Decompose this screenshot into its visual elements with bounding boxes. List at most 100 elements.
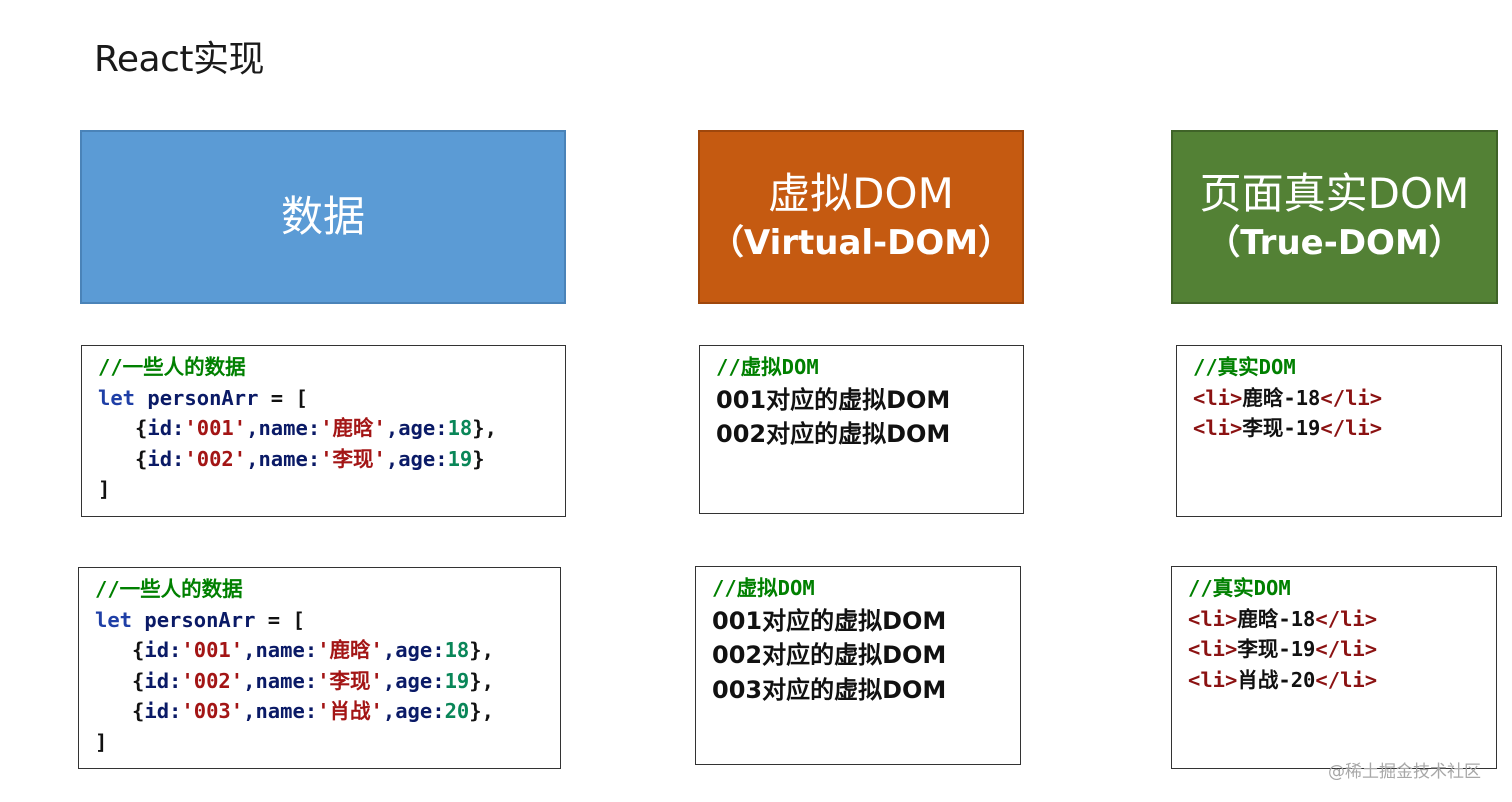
value-name: '李现' (320, 446, 386, 471)
key-id: id: (144, 668, 182, 693)
brace-close: }, (469, 699, 494, 723)
li-close-tag: </li> (1320, 385, 1383, 410)
code-comment: //虚拟DOM (716, 355, 819, 379)
code-comment: //真实DOM (1188, 576, 1291, 600)
li-close-tag: </li> (1315, 637, 1378, 661)
virtual-dom-line: 001对应的虚拟DOM (712, 606, 947, 635)
data-header-label: 数据 (280, 192, 365, 241)
brace: { (135, 446, 148, 471)
value-age: 19 (447, 446, 473, 471)
virtual-dom-header-box: 虚拟DOM （Virtual-DOM） (698, 130, 1024, 304)
virtual-dom-box-2: //虚拟DOM 001对应的虚拟DOM 002对应的虚拟DOM 003对应的虚拟… (695, 566, 1021, 765)
value-name: '肖战' (317, 699, 383, 723)
li-text: 李现-19 (1237, 637, 1316, 661)
value-id: '001' (184, 416, 247, 440)
key-name: ,name: (243, 668, 318, 693)
brace-close: }, (469, 668, 494, 693)
true-dom-box-2: //真实DOM <li>鹿晗-18</li> <li>李现-19</li> <l… (1171, 566, 1497, 769)
key-age: ,age: (385, 446, 448, 471)
code-item: {id:'003',name:'肖战',age:20}, (95, 696, 560, 727)
code-comment: //虚拟DOM (712, 576, 815, 600)
li-close-tag: </li> (1315, 606, 1378, 631)
li-text: 鹿晗-18 (1242, 385, 1321, 410)
true-dom-header-label: 页面真实DOM (1199, 169, 1470, 218)
data-code-box-2: //一些人的数据 let personArr = [ {id:'001',nam… (78, 567, 561, 769)
variable-name: personArr (144, 607, 256, 632)
code-item: {id:'001',name:'鹿晗',age:18}, (98, 413, 565, 444)
value-id: '001' (181, 638, 244, 662)
true-dom-header-sublabel: （True-DOM） (1206, 223, 1463, 263)
key-name: ,name: (246, 416, 321, 440)
equals-sign: = (258, 385, 296, 410)
key-age: ,age: (385, 416, 448, 440)
li-text: 肖战-20 (1237, 667, 1316, 692)
key-id: id: (147, 446, 185, 471)
code-item: {id:'001',name:'鹿晗',age:18}, (95, 635, 560, 666)
code-comment: //真实DOM (1193, 355, 1296, 379)
key-id: id: (147, 416, 185, 440)
key-name: ,name: (243, 638, 318, 662)
virtual-dom-line: 001对应的虚拟DOM (716, 385, 951, 414)
virtual-dom-line: 002对应的虚拟DOM (716, 420, 951, 448)
code-declaration: let personArr = [ (95, 605, 560, 636)
value-id: '002' (181, 668, 244, 693)
li-line: <li>鹿晗-18</li> (1188, 604, 1496, 635)
brace-close: } (472, 446, 485, 471)
code-close-bracket: ] (98, 477, 111, 501)
virtual-dom-line: 002对应的虚拟DOM (712, 641, 947, 669)
brace-close: }, (472, 416, 497, 440)
key-id: id: (144, 638, 182, 662)
value-age: 20 (444, 699, 470, 723)
open-bracket: [ (295, 385, 308, 410)
watermark: @稀土掘金技术社区 (1328, 762, 1481, 782)
page-title: React实现 (94, 39, 265, 80)
value-id: '003' (181, 699, 244, 723)
code-item: {id:'002',name:'李现',age:19} (98, 444, 565, 475)
variable-name: personArr (147, 385, 259, 410)
key-age: ,age: (382, 638, 445, 662)
data-header-box: 数据 (80, 130, 566, 304)
code-declaration: let personArr = [ (98, 383, 565, 414)
li-close-tag: </li> (1320, 416, 1383, 440)
value-age: 18 (444, 638, 470, 662)
data-code-box-1: //一些人的数据 let personArr = [ {id:'001',nam… (81, 345, 566, 517)
li-open-tag: <li> (1188, 606, 1238, 631)
brace: { (132, 699, 145, 723)
li-open-tag: <li> (1188, 637, 1238, 661)
li-text: 李现-19 (1242, 416, 1321, 440)
li-line: <li>李现-19</li> (1193, 413, 1501, 444)
li-line: <li>肖战-20</li> (1188, 665, 1496, 696)
virtual-dom-header-sublabel: （Virtual-DOM） (709, 223, 1013, 263)
value-name: '鹿晗' (320, 416, 386, 440)
li-text: 鹿晗-18 (1237, 606, 1316, 631)
li-open-tag: <li> (1193, 385, 1243, 410)
value-name: '鹿晗' (317, 638, 383, 662)
brace: { (132, 668, 145, 693)
code-comment: //一些人的数据 (95, 577, 243, 601)
brace: { (135, 416, 148, 440)
code-comment: //一些人的数据 (98, 355, 246, 379)
li-close-tag: </li> (1315, 667, 1378, 692)
open-bracket: [ (292, 607, 305, 632)
value-age: 18 (447, 416, 473, 440)
true-dom-box-1: //真实DOM <li>鹿晗-18</li> <li>李现-19</li> (1176, 345, 1502, 517)
virtual-dom-line: 003对应的虚拟DOM (712, 675, 947, 704)
li-line: <li>李现-19</li> (1188, 634, 1496, 665)
key-age: ,age: (382, 668, 445, 693)
virtual-dom-box-1: //虚拟DOM 001对应的虚拟DOM 002对应的虚拟DOM (699, 345, 1024, 514)
li-line: <li>鹿晗-18</li> (1193, 383, 1501, 414)
brace: { (132, 638, 145, 662)
brace-close: }, (469, 638, 494, 662)
key-name: ,name: (246, 446, 321, 471)
equals-sign: = (255, 607, 293, 632)
code-item: {id:'002',name:'李现',age:19}, (95, 666, 560, 697)
li-open-tag: <li> (1188, 667, 1238, 692)
value-id: '002' (184, 446, 247, 471)
li-open-tag: <li> (1193, 416, 1243, 440)
true-dom-header-box: 页面真实DOM （True-DOM） (1171, 130, 1498, 304)
key-id: id: (144, 699, 182, 723)
code-close-bracket: ] (95, 729, 108, 754)
keyword-let: let (98, 385, 136, 410)
virtual-dom-header-label: 虚拟DOM (768, 169, 954, 218)
value-name: '李现' (317, 668, 383, 693)
